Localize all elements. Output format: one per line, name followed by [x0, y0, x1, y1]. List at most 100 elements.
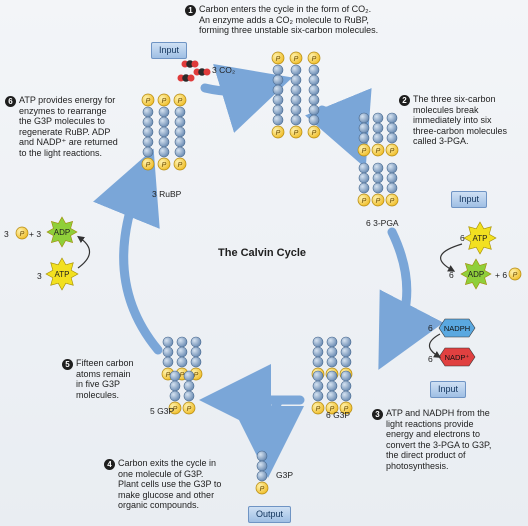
carbon-atom [174, 106, 186, 118]
step-5-line: atoms remain [76, 368, 131, 379]
phosphate-group [357, 143, 371, 157]
carbon-atom [340, 370, 352, 382]
step-5-line: Fifteen carbon [76, 358, 134, 368]
phosphate-letter: P [344, 406, 349, 413]
carbon-atom [162, 336, 174, 348]
nadph-hexagon: NADPH [438, 318, 476, 338]
phosphate-group [141, 157, 155, 171]
carbon-atom [290, 104, 302, 116]
carbon-atom [326, 356, 338, 368]
carbon-atom [176, 336, 188, 348]
carbon-atom [372, 132, 384, 144]
carbon-atom [372, 182, 384, 194]
phosphate-letter: P [312, 130, 317, 137]
pga-label: 6 3-PGA [366, 218, 399, 228]
step-2-line: The three six-carbon [413, 94, 496, 104]
carbon-atom [174, 116, 186, 128]
step-1-line: Carbon enters the cycle in the form of C… [199, 4, 372, 14]
carbon-atom [290, 84, 302, 96]
phosphate-group [173, 93, 187, 107]
left-atp-count: 3 [37, 271, 42, 281]
step-3-line: the direct product of [386, 450, 466, 460]
phosphate-group [371, 143, 385, 157]
phosphate-letter: P [312, 56, 317, 63]
step-4-line: Plant cells use the G3P to [118, 479, 222, 489]
carbon-atom [372, 112, 384, 124]
g3p-molecule: P [339, 370, 353, 415]
left-phosphate-count: 3 [4, 229, 9, 239]
phosphate-letter: P [276, 56, 281, 63]
carbon-atom [174, 126, 186, 138]
step-5-line: molecules. [76, 389, 120, 400]
nadph-to-nadp-arrow [428, 333, 442, 358]
step-6-line: and NADP⁺ are returned [19, 137, 118, 147]
carbon-atom [290, 114, 302, 126]
phosphate-letter: P [362, 148, 367, 155]
step-4-line: Carbon exits the cycle in [118, 458, 217, 468]
carbon-atom [340, 336, 352, 348]
phosphate-letter: P [294, 56, 299, 63]
step-4-line: make glucose and other [118, 489, 215, 500]
phosphate-letter: P [260, 486, 265, 493]
carbon-atom [312, 336, 324, 348]
diagram-title: The Calvin Cycle [218, 247, 307, 259]
carbon-atom [340, 356, 352, 368]
carbon-atom [272, 84, 284, 96]
cycle-arrow-output [232, 397, 305, 478]
carbon-atom [272, 74, 284, 86]
co2-molecule [193, 68, 211, 76]
step-3-line: light reactions provide [386, 418, 474, 429]
phosphate-letter: P [362, 198, 367, 205]
cycle-arrow-to-g3p [378, 227, 444, 370]
carbon-atom [190, 346, 202, 358]
carbon-atom [183, 390, 195, 402]
g3p-output-molecule: P [255, 450, 269, 495]
carbon-atom [326, 336, 338, 348]
pga-molecule: P [371, 162, 385, 207]
step-4-text: Carbon exits the cycle in one molecule o… [118, 458, 258, 511]
atp-to-adp-arrow [440, 243, 463, 272]
input-tag-nadph: Input [430, 381, 467, 398]
phosphate-group [385, 143, 399, 157]
rubp-molecule: PP [173, 93, 187, 171]
carbon-atom [290, 94, 302, 106]
star-shape [45, 257, 79, 291]
phosphate-letter: P [162, 98, 167, 105]
step-5-line: in five G3P [76, 379, 121, 389]
six-carbon-molecule: PP [271, 51, 285, 139]
step-2-line: called 3-PGA. [413, 136, 469, 146]
g3p-molecule: P [168, 370, 182, 415]
carbon-atom [162, 356, 174, 368]
adp-out-count: 6 [449, 270, 454, 280]
output-tag-g3p: Output [248, 506, 292, 523]
co2-label: 3 CO₂ [212, 65, 236, 75]
g3p-molecule: P [182, 370, 196, 415]
phosphate-letter: P [194, 372, 199, 379]
phosphate-group [255, 481, 269, 495]
left-atp-star: ATP [45, 257, 79, 291]
step-5-text: Fifteen carbon atoms remain in five G3P … [76, 358, 156, 400]
carbon-atom [158, 126, 170, 138]
phosphate-group [15, 226, 29, 240]
nadp-count: 6 [428, 354, 433, 364]
atp-in-count: 6 [460, 233, 465, 243]
carbon-atom [358, 182, 370, 194]
carbon-atom [308, 74, 320, 86]
oxygen-atom [203, 68, 211, 76]
carbon-atom [256, 450, 268, 462]
phosphate-group [289, 125, 303, 139]
cycle-arrow-co2-in [200, 64, 293, 133]
phosphate-out-count: + 6 [495, 270, 508, 280]
step-6-text: ATP provides energy for enzymes to rearr… [19, 95, 131, 158]
carbon-atom [142, 116, 154, 128]
phosphate-group [307, 125, 321, 139]
phosphate-group [371, 193, 385, 207]
phosphate-letter: P [376, 148, 381, 155]
carbon-atom [176, 356, 188, 368]
carbon-atom [176, 346, 188, 358]
step-4-line: organic compounds. [118, 500, 200, 510]
carbon-atom [308, 64, 320, 76]
step-5-badge: 5 [62, 359, 73, 370]
step-3-line: energy and electrons to [386, 429, 481, 439]
phosphate-group [157, 157, 171, 171]
